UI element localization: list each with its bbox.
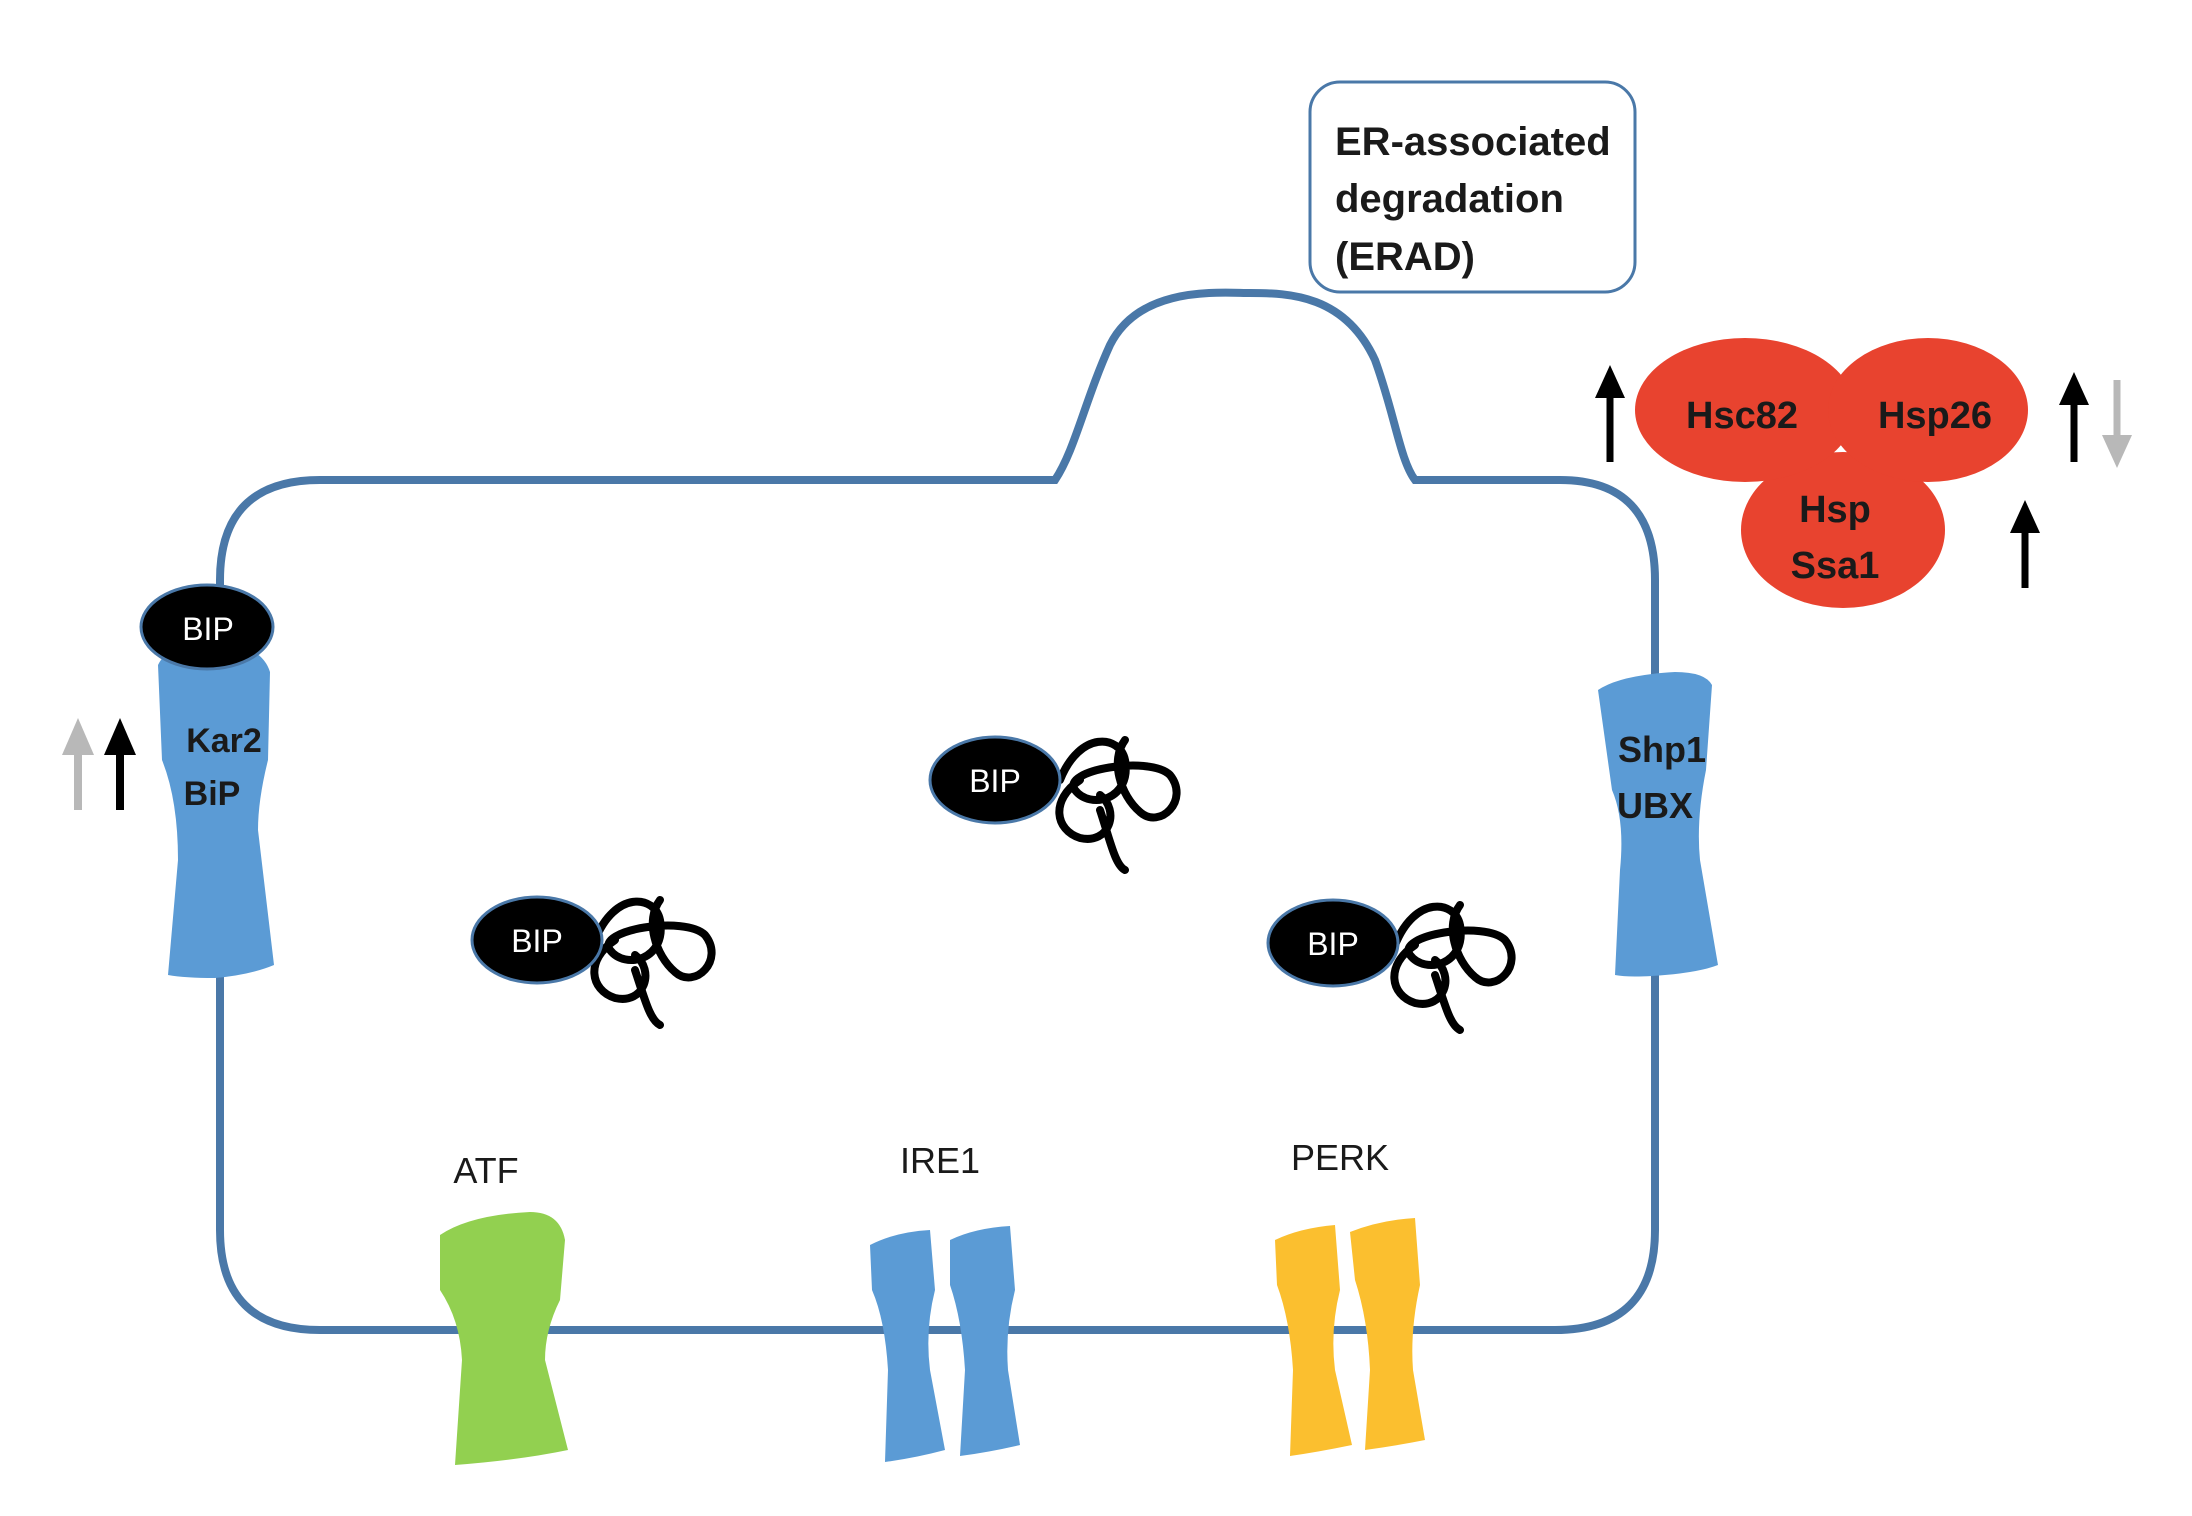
bip-label-3: BIP [1307, 926, 1359, 962]
up-arrow-gray-kar2 [62, 718, 94, 810]
unfolded-protein-squiggle-1 [1055, 736, 1181, 874]
erad-line-2: degradation [1335, 177, 1564, 221]
hsp-ssa1-blob [1741, 452, 1945, 608]
hsp26-label: Hsp26 [1878, 395, 1992, 437]
bip-label-1: BIP [969, 763, 1021, 799]
atf-label: ATF [453, 1150, 518, 1191]
up-arrow-ssa1 [2010, 500, 2040, 588]
hsp-label-line1: Hsp [1799, 489, 1871, 531]
atf-sensor: ATF [440, 1150, 568, 1465]
erad-line-1: ER-associated [1335, 120, 1611, 164]
bip-cap: BIP [139, 583, 275, 671]
bip-label-2: BIP [511, 923, 563, 959]
unfolded-protein-squiggle-3 [1390, 901, 1516, 1034]
up-arrow-hsp26 [2059, 372, 2089, 462]
ire1-protein-right [950, 1226, 1020, 1456]
bip-unfolded-complex-1: BIP [928, 735, 1181, 874]
bip-unfolded-complex-2: BIP [470, 895, 716, 1029]
erad-label-box: ER-associated degradation (ERAD) [1308, 80, 1637, 294]
hsp-label-line2: Ssa1 [1791, 545, 1880, 587]
chaperone-arrows [1595, 365, 2132, 588]
kar2-bip-protein: Kar2 BiP [158, 640, 274, 978]
ire1-label: IRE1 [900, 1140, 980, 1181]
perk-sensor: PERK [1275, 1137, 1425, 1456]
kar2-arrows [62, 718, 136, 810]
up-arrow-black-kar2 [104, 718, 136, 810]
hsp26-blob [1828, 338, 2028, 482]
shp1-ubx-protein: Shp1 UBX [1598, 672, 1718, 977]
unfolded-protein-squiggle-2 [590, 896, 716, 1029]
kar2-label-line1: Kar2 [186, 722, 262, 760]
shp1-label-line2: UBX [1617, 785, 1693, 826]
er-membrane [216, 288, 1659, 1334]
erad-line-3: (ERAD) [1335, 235, 1475, 279]
shp1-label-line1: Shp1 [1618, 729, 1706, 770]
kar2-label-line2: BiP [184, 775, 241, 813]
up-arrow-hsc82 [1595, 365, 1625, 462]
perk-protein-left [1275, 1225, 1352, 1456]
ire1-sensor: IRE1 [870, 1140, 1020, 1462]
atf-protein [440, 1212, 568, 1465]
perk-label: PERK [1291, 1137, 1389, 1178]
bip-unfolded-complex-3: BIP [1266, 898, 1516, 1034]
ire1-protein-left [870, 1230, 945, 1462]
perk-protein-right [1350, 1218, 1425, 1450]
bip-cap-label: BIP [182, 611, 234, 647]
chaperone-cluster: Hsc82 Hsp26 Hsp Ssa1 [1635, 338, 2028, 608]
hsc82-blob [1635, 338, 1855, 482]
down-arrow-hsp26 [2102, 380, 2132, 468]
hsc82-label: Hsc82 [1686, 395, 1798, 437]
